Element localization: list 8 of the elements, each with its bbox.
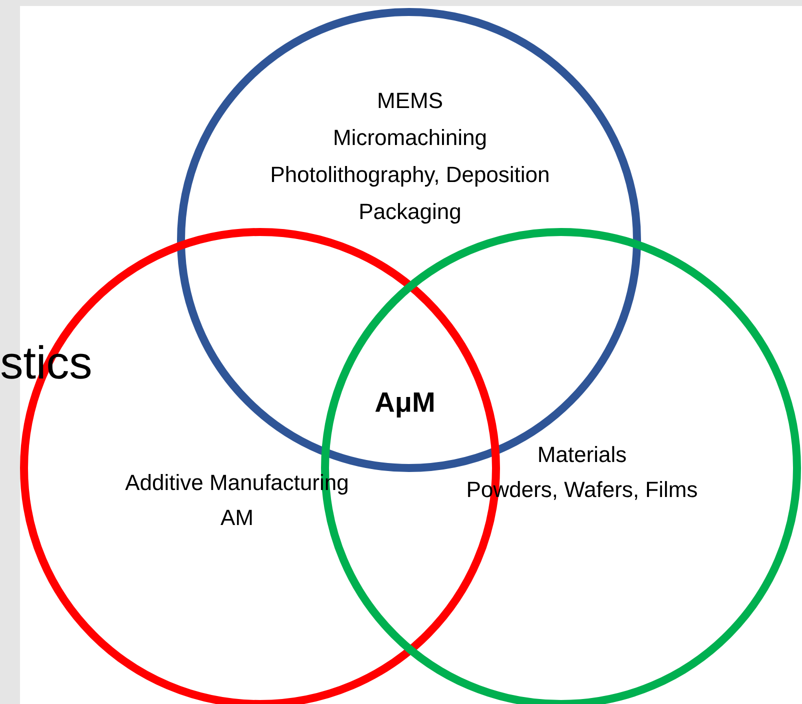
circle-label: Micromachining — [334, 129, 486, 150]
circle-label: Packaging — [360, 203, 460, 224]
circle-label: MEMS — [378, 92, 442, 108]
circle-label: Photolithography, Deposition — [272, 166, 548, 187]
circle-label: Materials — [539, 446, 626, 462]
venn-circle — [177, 8, 641, 472]
intersection-label: AμM — [375, 392, 434, 418]
circle-label: AM — [220, 510, 252, 525]
